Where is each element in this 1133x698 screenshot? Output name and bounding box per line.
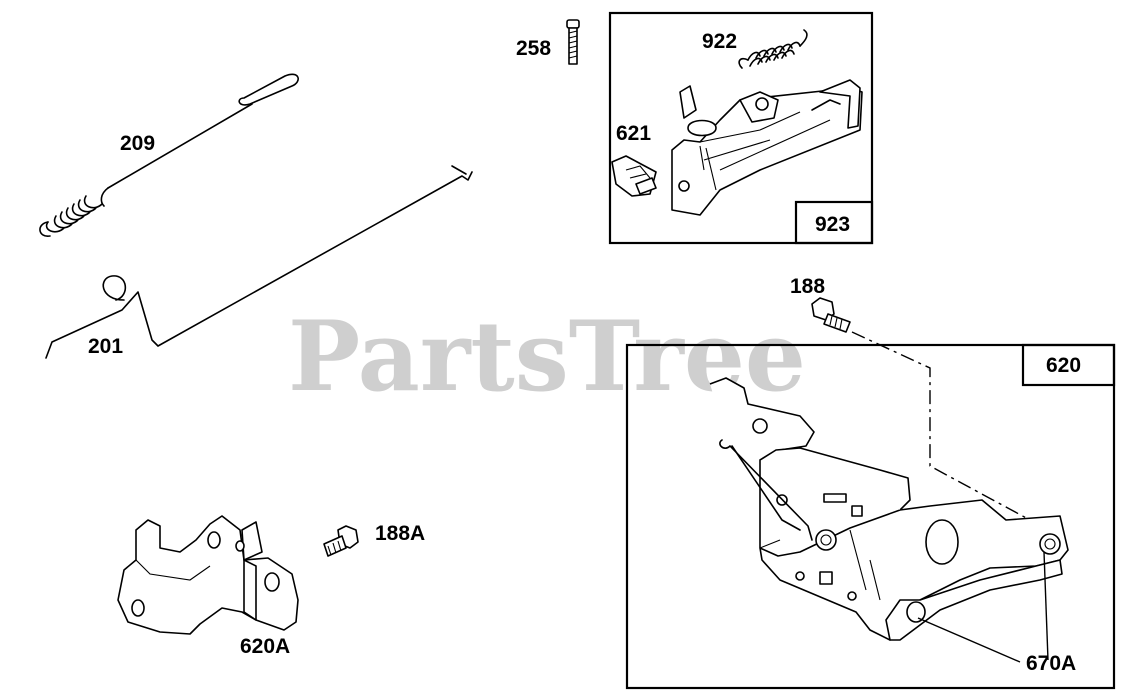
- bracket-620A[interactable]: [117, 515, 299, 635]
- bolt-188[interactable]: [811, 297, 851, 333]
- clip-621[interactable]: [611, 155, 657, 197]
- callout-201: 201: [88, 335, 123, 358]
- callout-258: 258: [516, 37, 551, 60]
- assembly-box-620: [625, 343, 1116, 690]
- assembly-box-923: [608, 11, 874, 245]
- control-bracket-620[interactable]: [709, 377, 1069, 641]
- screw-258[interactable]: [566, 19, 580, 65]
- callout-620: 620: [1046, 354, 1081, 377]
- callout-188A: 188A: [375, 522, 425, 545]
- bolt-188A[interactable]: [323, 525, 359, 557]
- callout-923: 923: [815, 213, 850, 236]
- spring-922[interactable]: [738, 29, 808, 69]
- governor-control-923[interactable]: [671, 79, 863, 216]
- spring-209[interactable]: [39, 73, 299, 237]
- callout-670A: 670A: [1026, 652, 1076, 675]
- callout-188: 188: [790, 275, 825, 298]
- callout-621: 621: [616, 122, 651, 145]
- callout-209: 209: [120, 132, 155, 155]
- assembly-box-620-label-frame: [1021, 343, 1116, 387]
- callout-620A: 620A: [240, 635, 290, 658]
- leader-670A-lower: [917, 617, 1021, 663]
- callout-922: 922: [702, 30, 737, 53]
- leader-670A-upper: [1043, 551, 1049, 661]
- link-rod-201[interactable]: [45, 165, 473, 359]
- assembly-box-923-label-frame: [794, 200, 874, 245]
